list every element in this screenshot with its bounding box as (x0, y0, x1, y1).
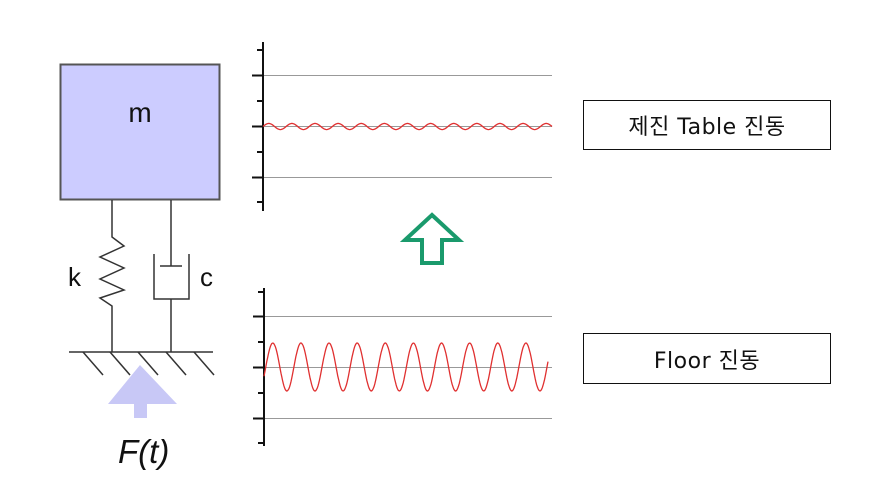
floor-vibration-label: Floor 진동 (583, 333, 831, 384)
spring-constant-label: k (68, 262, 81, 292)
up-arrow-icon (399, 212, 465, 265)
ground-icon (69, 351, 215, 376)
mass-block (59, 63, 221, 201)
damping-coefficient-label: c (200, 262, 213, 292)
floor-vibration-line (263, 342, 549, 392)
damper-icon (153, 200, 190, 352)
spring-icon (98, 200, 127, 352)
table-vibration-line (262, 122, 553, 131)
table-vibration-label: 제진 Table 진동 (583, 100, 831, 150)
mass-label: m (128, 97, 152, 128)
force-label: F(t) (118, 433, 170, 470)
floor-vibration-chart (253, 288, 552, 446)
force-arrow-icon (108, 365, 177, 418)
table-vibration-chart (252, 42, 553, 211)
